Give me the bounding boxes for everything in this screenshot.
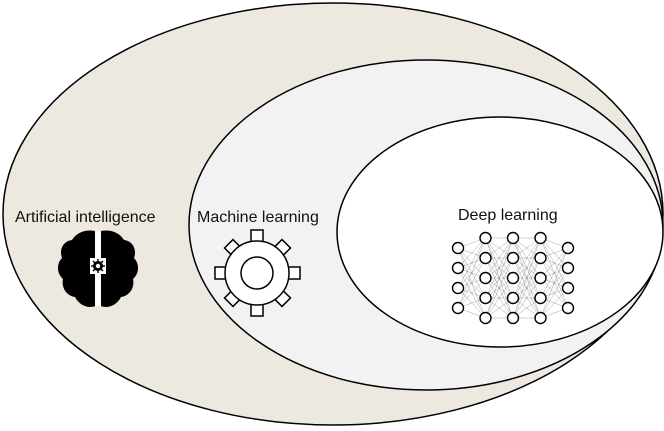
network-edge [540, 247, 569, 299]
network-node [479, 251, 492, 265]
network-edge [512, 277, 541, 319]
network-node [451, 301, 465, 315]
network-edge [485, 277, 514, 319]
network-node [534, 251, 547, 265]
network-node [506, 231, 520, 245]
network-node [451, 261, 465, 275]
network-edge [512, 237, 541, 319]
network-node [451, 241, 465, 255]
network-edge [457, 237, 486, 269]
network-edge [540, 287, 569, 319]
network-edge [485, 237, 514, 279]
network-edge [540, 247, 569, 319]
gear-icon [214, 229, 301, 317]
network-node [506, 291, 520, 305]
network-node [451, 281, 465, 295]
network-edge [512, 237, 541, 299]
network-node [479, 271, 492, 285]
network-edge [485, 237, 514, 299]
network-edge [512, 237, 541, 279]
network-edge [512, 257, 541, 319]
ml-label: Machine learning [197, 209, 319, 226]
network-node [479, 231, 492, 245]
network-node [479, 311, 492, 325]
network-node [534, 311, 547, 325]
network-node [561, 301, 575, 315]
network-node [506, 271, 520, 285]
brain-chip-icon [57, 230, 139, 307]
network-node [506, 251, 520, 265]
network-node [561, 281, 575, 295]
network-edge [485, 257, 514, 319]
neural-network-icon [451, 231, 575, 325]
dl-ellipse [336, 116, 664, 348]
network-node [479, 291, 492, 305]
network-node [561, 241, 575, 255]
network-edge [540, 247, 569, 279]
network-node [561, 261, 575, 275]
network-edge [457, 257, 486, 309]
network-edge [457, 237, 486, 289]
network-edge [485, 237, 514, 319]
dl-label: Deep learning [458, 207, 558, 224]
network-node [534, 231, 547, 245]
network-edge [457, 237, 486, 309]
network-edge [540, 267, 569, 319]
network-node [534, 271, 547, 285]
ai-label: Artificial intelligence [15, 209, 156, 226]
network-edge [457, 277, 486, 309]
network-node [506, 311, 520, 325]
network-node [534, 291, 547, 305]
neural-network-nodes [451, 231, 575, 325]
